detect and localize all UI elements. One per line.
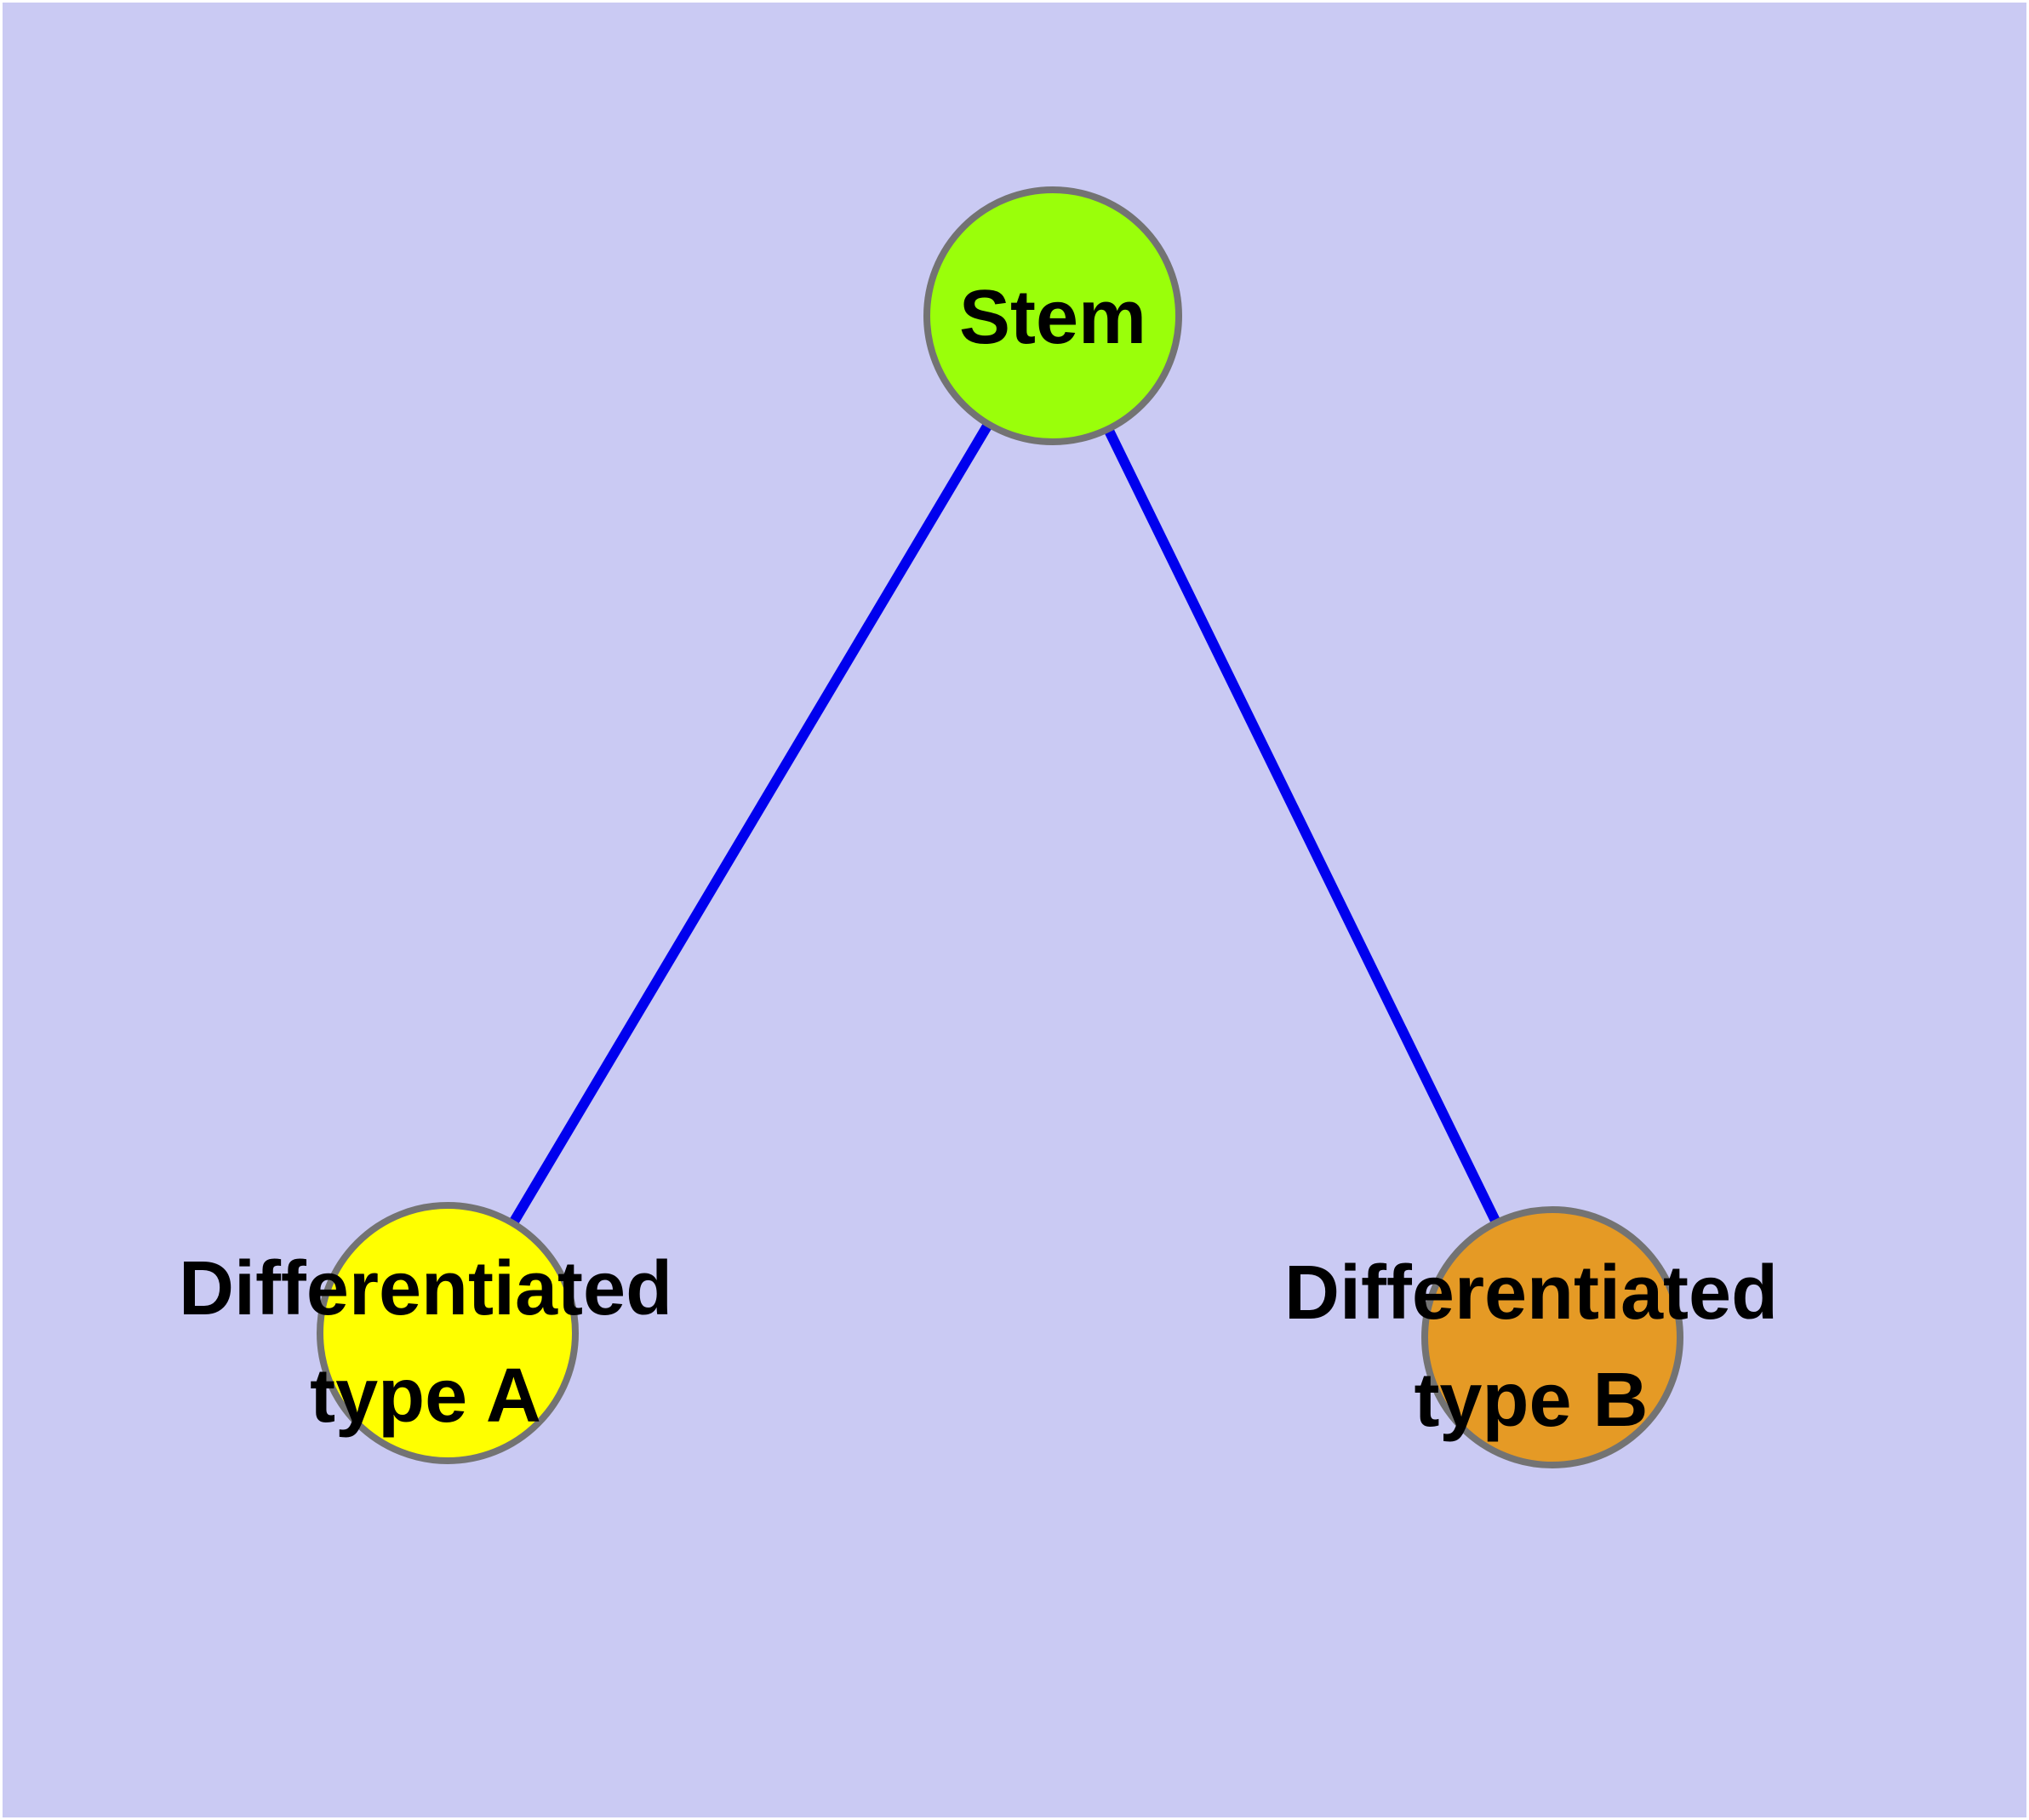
- edge-stem-to-type-b: [1048, 313, 1557, 1340]
- node-stem-circle: [923, 186, 1182, 445]
- edge-stem-to-type-a: [443, 312, 1058, 1336]
- node-type-b-circle: [1421, 1206, 1683, 1468]
- node-type-a-circle: [317, 1202, 579, 1464]
